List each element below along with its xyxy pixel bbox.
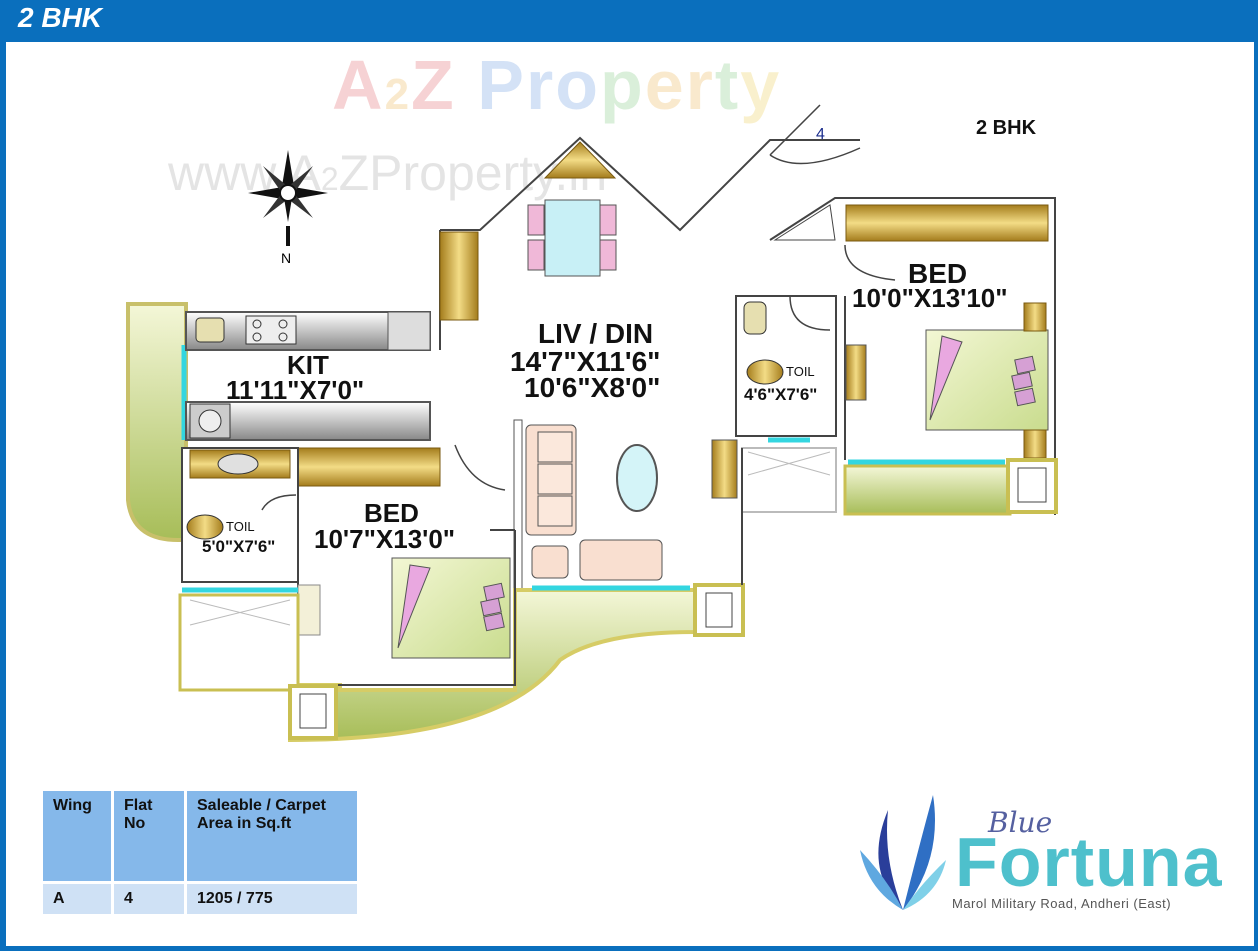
north-label: N: [281, 250, 291, 266]
dining-table: [527, 199, 617, 277]
header-flat-no: Flat No: [114, 791, 184, 881]
living-size-1: 14'7"X11'6": [510, 346, 661, 377]
bed2-wardrobe: [845, 204, 1049, 242]
bed1-bed: [391, 557, 511, 659]
dry-balcony-2: [741, 447, 837, 513]
table-row: A 4 1205 / 775: [43, 884, 357, 914]
bed2-size: 10'0"X13'10": [852, 283, 1008, 313]
living-cabinet: [439, 231, 479, 321]
bed2-name: BED: [908, 258, 968, 289]
coffee-table: [616, 444, 658, 512]
flat-number-marker: 4: [816, 126, 825, 143]
entrance-door: [769, 104, 861, 165]
tv-unit: [711, 439, 738, 499]
frame-border-right: [1254, 42, 1258, 951]
brand-name: Fortuna: [955, 823, 1223, 901]
brand-script-name: Blue: [988, 806, 1053, 839]
toilet1-name: TOIL: [226, 519, 255, 534]
toilet2-name: TOIL: [786, 364, 815, 379]
page-title: 2 BHK: [18, 2, 103, 33]
header-bar: [0, 0, 1258, 42]
dry-balcony-1: [178, 593, 300, 692]
toilet1-size: 5'0"X7'6": [202, 537, 276, 556]
living-size-2: 10'6"X8'0": [524, 372, 661, 403]
brand-address: Marol Military Road, Andheri (East): [952, 896, 1172, 911]
toilet2-size: 4'6"X7'6": [744, 385, 818, 404]
compass-icon: [248, 150, 328, 246]
bed1-size: 10'7"X13'0": [314, 524, 456, 554]
toilet1-wc-icon: [186, 514, 224, 540]
toilet2-wc-icon: [746, 359, 784, 385]
area-table-header: Wing Flat No Saleable / Carpet Area in S…: [43, 791, 357, 881]
header-wing: Wing: [43, 791, 111, 881]
cell-wing: A: [43, 884, 111, 914]
kitchen-name: KIT: [287, 350, 329, 380]
kitchen-size: 11'11"X7'0": [226, 375, 365, 405]
sofa-two-seat: [579, 539, 663, 581]
sink-icon: [195, 317, 225, 343]
bed2-door: [844, 244, 896, 281]
frame-border-left: [0, 42, 6, 951]
bed1-name: BED: [364, 498, 419, 528]
armchair: [531, 545, 569, 579]
area-table: Wing Flat No Saleable / Carpet Area in S…: [40, 788, 360, 917]
header-area: Saleable / Carpet Area in Sq.ft: [187, 791, 357, 881]
fortuna-flame-logo: [860, 795, 946, 910]
plan-title: 2 BHK: [976, 117, 1037, 139]
bed1-door: [454, 444, 506, 491]
watermark-logo: A2Z Property: [332, 46, 782, 124]
cell-flat-no: 4: [114, 884, 184, 914]
bed2-balcony: [843, 464, 1012, 516]
bed2-bed: [925, 329, 1049, 431]
frame-border-bottom: [0, 946, 1258, 951]
living-name: LIV / DIN: [538, 318, 654, 349]
kitchen-terrace: [126, 302, 188, 542]
cell-area: 1205 / 775: [187, 884, 357, 914]
bed1-wardrobe: [297, 447, 441, 487]
bed1-side-table: [297, 584, 321, 636]
sofa-three-seat: [525, 424, 577, 536]
